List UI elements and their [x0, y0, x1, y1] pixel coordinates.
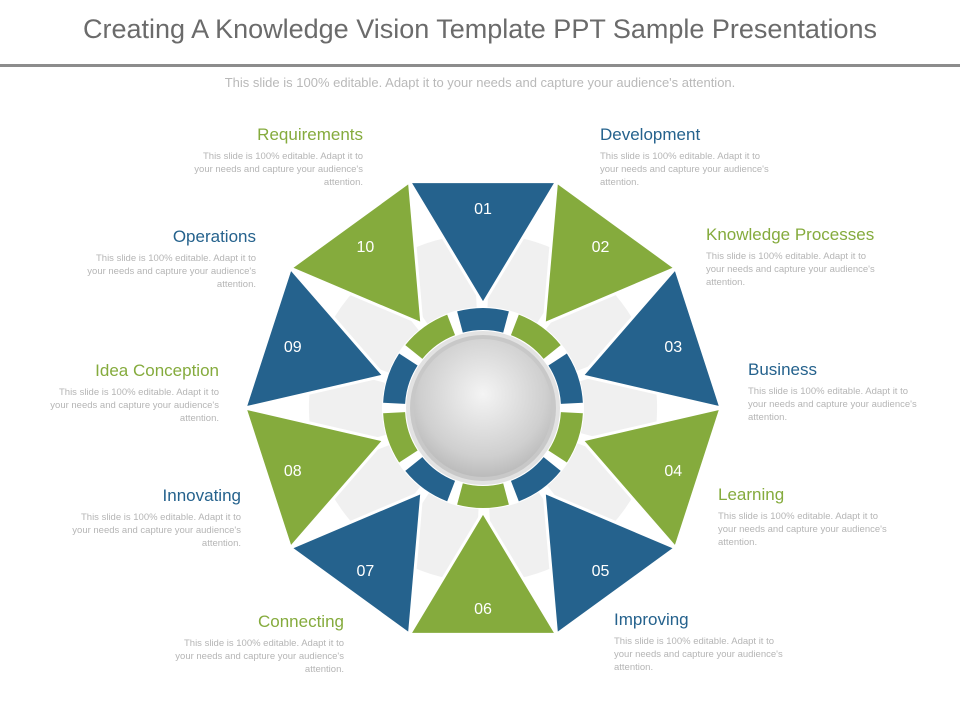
label-title: Knowledge Processes	[706, 225, 875, 244]
title-divider	[0, 64, 960, 67]
label-requirements: Requirements This slide is 100% editable…	[173, 125, 363, 189]
label-desc: This slide is 100% editable. Adapt it to…	[50, 387, 219, 424]
segment-ring-arc	[510, 314, 561, 359]
label-desc: This slide is 100% editable. Adapt it to…	[706, 251, 875, 288]
segment-number: 03	[664, 339, 682, 356]
center-hub	[414, 339, 552, 477]
label-desc: This slide is 100% editable. Adapt it to…	[748, 386, 917, 423]
segment-triangle	[580, 406, 723, 550]
page-subtitle: This slide is 100% editable. Adapt it to…	[224, 75, 736, 90]
segment-triangle	[542, 490, 678, 636]
label-desc: This slide is 100% editable. Adapt it to…	[87, 253, 256, 290]
label-desc: This slide is 100% editable. Adapt it to…	[72, 512, 241, 549]
segment-triangle	[407, 180, 559, 306]
label-improving: Improving This slide is 100% editable. A…	[614, 610, 804, 674]
segment-triangle	[288, 180, 424, 326]
label-connecting: Connecting This slide is 100% editable. …	[154, 612, 344, 676]
segment-ring-arc	[548, 412, 583, 463]
label-desc: This slide is 100% editable. Adapt it to…	[600, 151, 769, 188]
segment-number: 05	[592, 563, 610, 580]
segment-ring-arc	[548, 353, 583, 404]
segment-number: 09	[284, 339, 302, 356]
label-desc: This slide is 100% editable. Adapt it to…	[175, 638, 344, 675]
segment-ring-arc	[405, 314, 456, 359]
label-knowledge-processes: Knowledge Processes This slide is 100% e…	[706, 225, 896, 289]
label-operations: Operations This slide is 100% editable. …	[66, 227, 256, 291]
segment-number: 07	[357, 563, 375, 580]
label-title: Improving	[614, 610, 689, 629]
label-desc: This slide is 100% editable. Adapt it to…	[614, 636, 783, 673]
segment-number: 06	[474, 601, 492, 618]
label-title: Business	[748, 360, 817, 379]
segment-ring-arc	[457, 308, 509, 333]
segment-number: 04	[664, 463, 682, 480]
page-title: Creating A Knowledge Vision Template PPT…	[83, 14, 877, 44]
segment-number: 02	[592, 239, 610, 256]
segment-triangle	[407, 510, 559, 636]
segment-ring-arc	[405, 457, 456, 502]
segment-triangle	[580, 266, 723, 410]
label-title: Development	[600, 125, 701, 144]
label-title: Learning	[718, 485, 785, 504]
label-learning: Learning This slide is 100% editable. Ad…	[718, 485, 908, 549]
segment-number: 08	[284, 463, 302, 480]
label-desc: This slide is 100% editable. Adapt it to…	[194, 151, 363, 188]
segment-triangle	[542, 180, 678, 326]
segment-triangle	[243, 406, 386, 550]
segment-triangle	[243, 266, 386, 410]
label-desc: This slide is 100% editable. Adapt it to…	[718, 511, 887, 548]
label-title: Operations	[172, 227, 256, 246]
label-title: Connecting	[257, 612, 344, 631]
label-title: Requirements	[257, 125, 363, 144]
segment-triangle	[288, 490, 424, 636]
label-innovating: Innovating This slide is 100% editable. …	[51, 486, 241, 550]
label-development: Development This slide is 100% editable.…	[600, 125, 790, 189]
label-title: Innovating	[162, 486, 241, 505]
segment-number: 01	[474, 201, 492, 218]
label-business: Business This slide is 100% editable. Ad…	[748, 360, 938, 424]
label-idea-conception: Idea Conception This slide is 100% edita…	[29, 361, 219, 425]
segment-ring-arc	[457, 483, 509, 508]
segment-number: 10	[357, 239, 375, 256]
segment-ring-arc	[383, 353, 418, 404]
segment-ring-arc	[383, 412, 418, 463]
label-title: Idea Conception	[95, 361, 219, 380]
segment-ring-arc	[510, 457, 561, 502]
